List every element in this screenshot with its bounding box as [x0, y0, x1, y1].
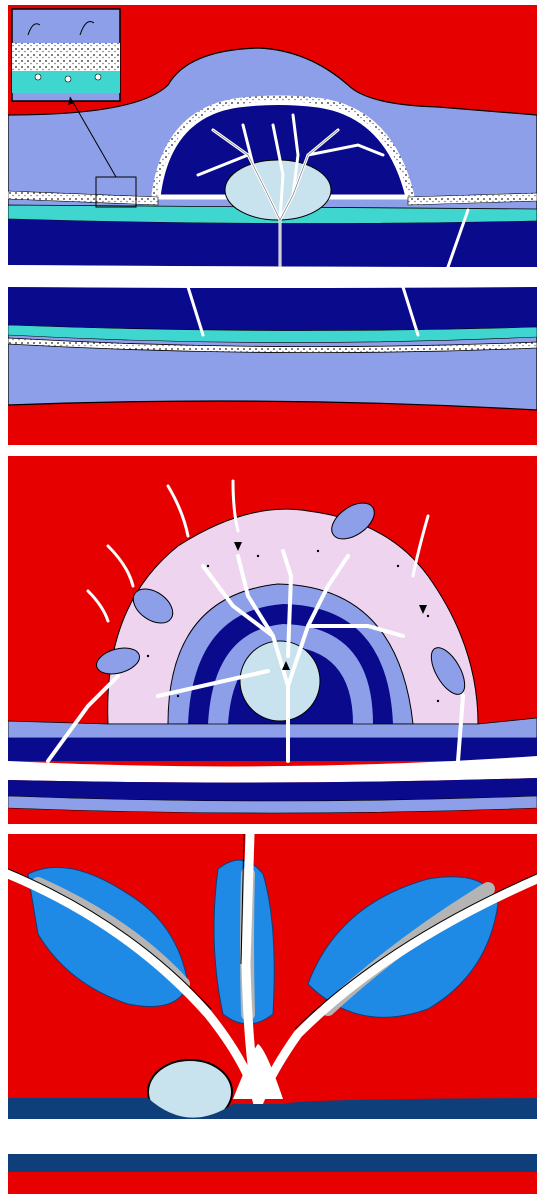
panel-3 [8, 834, 537, 1194]
panel-1 [8, 5, 537, 445]
panel-2-diagram [8, 456, 537, 824]
band-teal-navy [8, 1098, 537, 1119]
panel-2 [8, 456, 537, 824]
band-teal-navy-2 [8, 1154, 537, 1172]
panel-3-diagram [8, 834, 537, 1194]
inset-magnification [12, 9, 120, 101]
navy-band-lower [8, 287, 537, 331]
panel-1-diagram [8, 5, 537, 445]
band-white [8, 1119, 537, 1154]
nucleus [225, 160, 331, 220]
white-channel [8, 265, 537, 288]
